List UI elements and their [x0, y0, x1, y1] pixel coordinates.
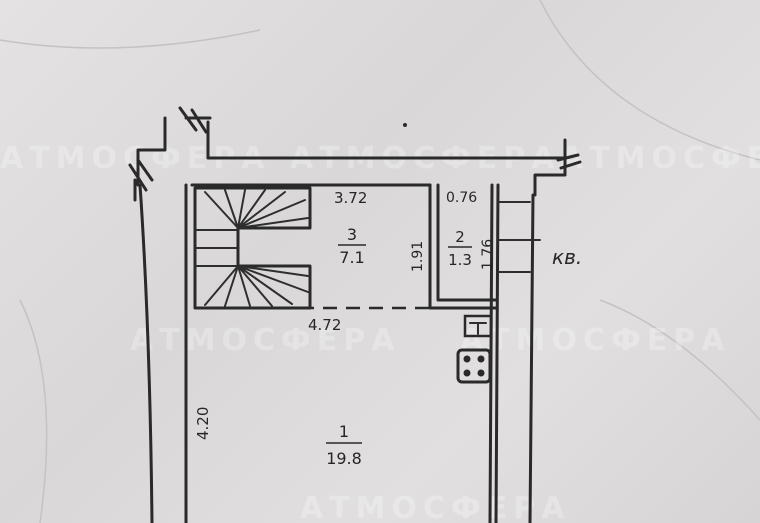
dimension-left-height: 4.20	[194, 407, 212, 440]
room-label-3: 3 7.1	[338, 225, 366, 267]
room-area: 7.1	[339, 248, 364, 267]
room-number: 1	[339, 422, 349, 441]
stove-icon	[456, 348, 492, 384]
watermark-text: АТМОСФЕРА	[130, 323, 401, 358]
dimension-small-right: 1.76	[480, 239, 496, 270]
watermark-text: АТМОСФЕРА	[300, 491, 571, 523]
watermark-text: АТМОСФЕРА	[560, 141, 760, 176]
dimension-small-height: 1.91	[410, 241, 426, 272]
exterior-walls	[128, 106, 582, 523]
room-area: 19.8	[326, 449, 362, 468]
room-number: 2	[455, 228, 465, 246]
room-label-1: 1 19.8	[326, 422, 362, 468]
room-label-2: 2 1.3	[448, 228, 472, 269]
room-area: 1.3	[448, 251, 472, 269]
watermark-text: АТМОСФЕРА	[460, 323, 731, 358]
dimension-top-width: 3.72	[334, 189, 367, 207]
room-number: 3	[347, 225, 357, 244]
ink-dot	[403, 123, 407, 127]
dimension-middle-width: 4.72	[308, 316, 341, 334]
dimension-small-top: 0.76	[446, 190, 477, 206]
watermarks: АТМОСФЕРА АТМОСФЕРА АТМОСФЕРА АТМОСФЕРА …	[0, 141, 760, 523]
wc-fixture-icon	[463, 314, 493, 338]
apartment-note: кв.	[552, 245, 582, 269]
staircase	[193, 186, 312, 310]
